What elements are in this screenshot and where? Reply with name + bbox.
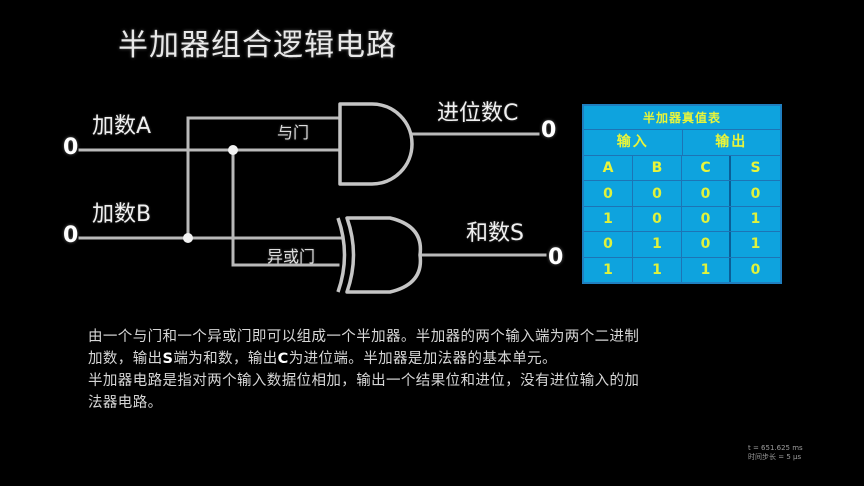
and-gate-label: 与门	[277, 123, 310, 142]
cell-a: 0	[584, 232, 633, 257]
truth-table-title: 半加器真值表	[584, 106, 780, 130]
description-line-2: 加数，输出S端为和数，输出C为进位端。半加器是加法器的基本单元。	[88, 348, 788, 370]
description-symbol-c: C	[277, 351, 289, 367]
table-row: 1 0 0 1	[584, 206, 780, 233]
cell-c: 1	[682, 257, 731, 283]
output-s-label: 和数S	[466, 221, 524, 246]
description-line-3: 半加器电路是指对两个输入数据位相加，输出一个结果位和进位，没有进位输入的加	[88, 373, 640, 389]
cell-b: 1	[633, 232, 682, 257]
column-header-s: S	[750, 160, 761, 177]
truth-table: 半加器真值表 输入 输出 A B C S 0 0 0 0 1 0 0 1	[582, 104, 782, 284]
cell-a: 1	[584, 206, 633, 232]
truth-table-column-headers: A B C S	[584, 156, 780, 182]
table-row: 1 1 1 0	[584, 257, 780, 283]
cell-c: 0	[682, 232, 731, 257]
description-line-4: 法器电路。	[88, 395, 163, 411]
cell-s: 1	[750, 211, 761, 228]
junction-dot-b	[183, 233, 193, 243]
description-line-1: 由一个与门和一个异或门即可以组成一个半加器。半加器的两个输入端为两个二进制	[88, 329, 640, 345]
description-line-2-part-c: 为进位端。半加器是加法器的基本单元。	[288, 351, 557, 367]
description-paragraph: 由一个与门和一个异或门即可以组成一个半加器。半加器的两个输入端为两个二进制 加数…	[88, 326, 788, 414]
cell-b: 0	[633, 206, 682, 232]
column-header-c: C	[682, 156, 731, 181]
xor-gate-label: 异或门	[267, 247, 316, 266]
table-row: 0 0 0 0	[584, 181, 780, 207]
table-row: 0 1 0 1	[584, 232, 780, 258]
truth-table-group-header: 输入 输出	[584, 130, 780, 156]
column-header-a: A	[584, 156, 633, 181]
column-header-b: B	[633, 156, 682, 181]
status-step: 时间步长 = 5 μs	[748, 453, 802, 461]
cell-s: 1	[750, 236, 761, 253]
group-header-outputs: 输出	[715, 134, 748, 150]
input-a-label: 加数A	[92, 114, 152, 139]
junction-dot-a	[228, 145, 238, 155]
cell-s: 0	[750, 185, 761, 202]
xor-gate-symbol	[336, 216, 423, 294]
logic-circuit-diagram	[78, 102, 547, 294]
cell-b: 1	[633, 257, 682, 283]
cell-s: 0	[750, 261, 761, 278]
input-b-value[interactable]: 0	[63, 223, 79, 248]
page-title: 半加器组合逻辑电路	[118, 28, 397, 63]
output-c-label: 进位数C	[437, 101, 519, 126]
truth-table-body: A B C S 0 0 0 0 1 0 0 1 0 1 0 1	[584, 156, 780, 283]
description-symbol-s: S	[162, 351, 174, 367]
input-a-value[interactable]: 0	[63, 135, 79, 160]
input-b-label: 加数B	[92, 202, 152, 227]
description-line-2-part-b: 端为和数，输出	[173, 351, 278, 367]
cell-c: 0	[682, 181, 731, 206]
status-time: t = 651.625 ms	[748, 444, 803, 452]
simulation-status: t = 651.625 ms 时间步长 = 5 μs	[748, 444, 803, 462]
cell-c: 0	[682, 206, 731, 232]
and-gate-symbol	[338, 102, 414, 186]
cell-b: 0	[633, 181, 682, 206]
output-s-value: 0	[548, 245, 564, 270]
output-c-value: 0	[541, 118, 557, 143]
description-line-2-part-a: 加数，输出	[88, 351, 163, 367]
cell-a: 0	[584, 181, 633, 206]
group-header-inputs: 输入	[584, 130, 683, 155]
cell-a: 1	[584, 257, 633, 283]
